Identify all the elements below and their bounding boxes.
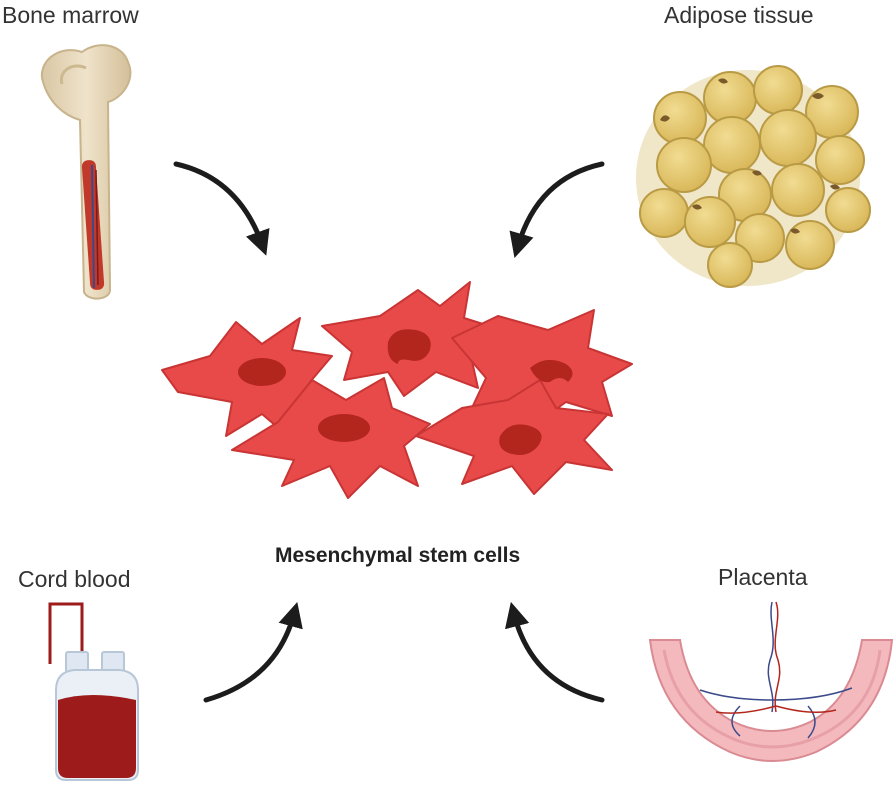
bone-marrow-illustration [40,44,132,300]
arrow-from-placenta [505,601,605,703]
stem-cell-cluster [161,281,633,499]
nucleus [499,424,542,455]
placenta-illustration [648,601,894,762]
center-label: Mesenchymal stem cells [275,544,521,567]
nucleus [387,329,431,364]
bone-marrow-label: Bone marrow [2,2,139,28]
nucleus [238,358,286,386]
cord-blood-label: Cord blood [18,566,131,592]
nucleus [318,414,370,442]
adipose-tissue-illustration [636,65,871,288]
nucleus [530,359,573,383]
stem-cell-nuclei [238,329,573,455]
cord-blood-illustration [48,602,139,781]
arrow-from-adipose-tissue [509,161,605,258]
arrow-from-bone-marrow [173,161,270,256]
arrow-from-cord-blood [203,601,303,703]
placenta-label: Placenta [718,564,808,590]
arrows [173,161,605,703]
adipose-tissue-label: Adipose tissue [664,2,814,28]
